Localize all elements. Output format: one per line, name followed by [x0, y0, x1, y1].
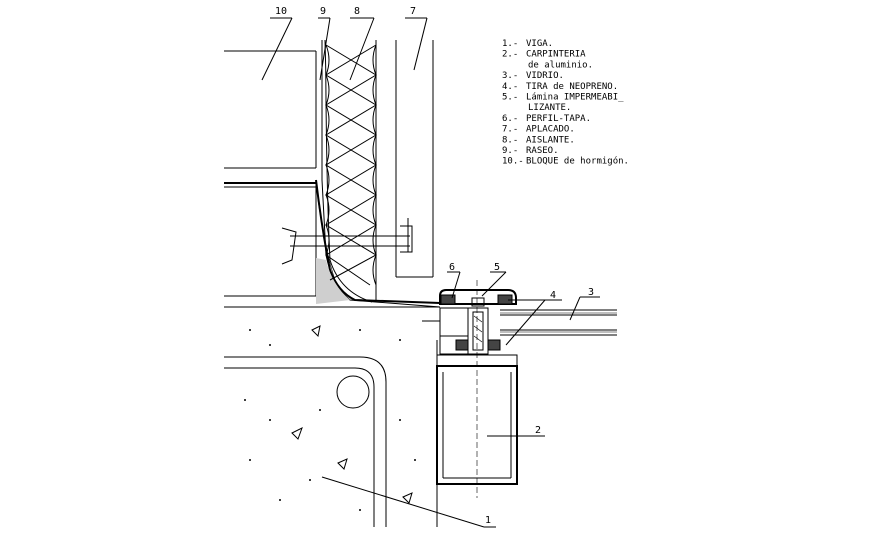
- callout-7: 7: [410, 6, 416, 17]
- legend-text: LIZANTE.: [528, 103, 571, 113]
- legend-text: Lámina IMPERMEABI_: [526, 93, 624, 103]
- legend-text: TIRA de NEOPRENO.: [526, 82, 618, 92]
- aggregate-marks: [244, 325, 416, 511]
- callout-1: 1: [485, 515, 491, 526]
- callout-9: 9: [320, 6, 326, 17]
- legend-number: 3.-: [502, 71, 518, 81]
- legend-text: AISLANTE.: [526, 135, 575, 145]
- legend-text: APLACADO.: [526, 125, 575, 135]
- legend-text: PERFIL-TAPA.: [526, 114, 591, 124]
- aluminium-frame: [436, 280, 518, 498]
- callout-2: 2: [535, 425, 541, 436]
- anchor-bolt: [281, 218, 413, 265]
- callout-4: 4: [550, 290, 556, 301]
- legend-number: 9.-: [502, 146, 518, 156]
- mullion-profile: [422, 307, 501, 355]
- callout-3: 3: [588, 287, 594, 298]
- leader-lines: [261, 17, 600, 528]
- legend-number: 5.-: [502, 93, 518, 103]
- concrete-beam: [224, 306, 440, 527]
- legend-number: 10.-: [502, 157, 524, 167]
- legend-text: RASEO.: [526, 146, 559, 156]
- legend-text: de aluminio.: [528, 60, 593, 70]
- legend-number: 8.-: [502, 135, 518, 145]
- callout-10: 10: [275, 6, 287, 17]
- legend-text: VIGA.: [526, 39, 553, 49]
- legend-text: CARPINTERIA: [526, 50, 586, 60]
- callout-5: 5: [494, 262, 500, 273]
- legend-number: 2.-: [502, 50, 518, 60]
- legend-number: 1.-: [502, 39, 518, 49]
- legend-number: 7.-: [502, 125, 518, 135]
- cover-profile: [439, 289, 517, 307]
- legend-text: BLOQUE de hormigón.: [526, 156, 629, 167]
- callout-numbers: 10 9 8 7 6 5 4 3 2 1: [275, 6, 594, 526]
- legend-text: VIDRIO.: [526, 71, 564, 81]
- glass-pane: [500, 309, 617, 336]
- concrete-block: [224, 50, 317, 297]
- callout-6: 6: [449, 262, 455, 273]
- mortar-fill: [316, 258, 350, 304]
- cladding-panel: [395, 40, 434, 278]
- legend-number: 4.-: [502, 82, 518, 92]
- callout-8: 8: [354, 6, 360, 17]
- legend-number: 6.-: [502, 114, 518, 124]
